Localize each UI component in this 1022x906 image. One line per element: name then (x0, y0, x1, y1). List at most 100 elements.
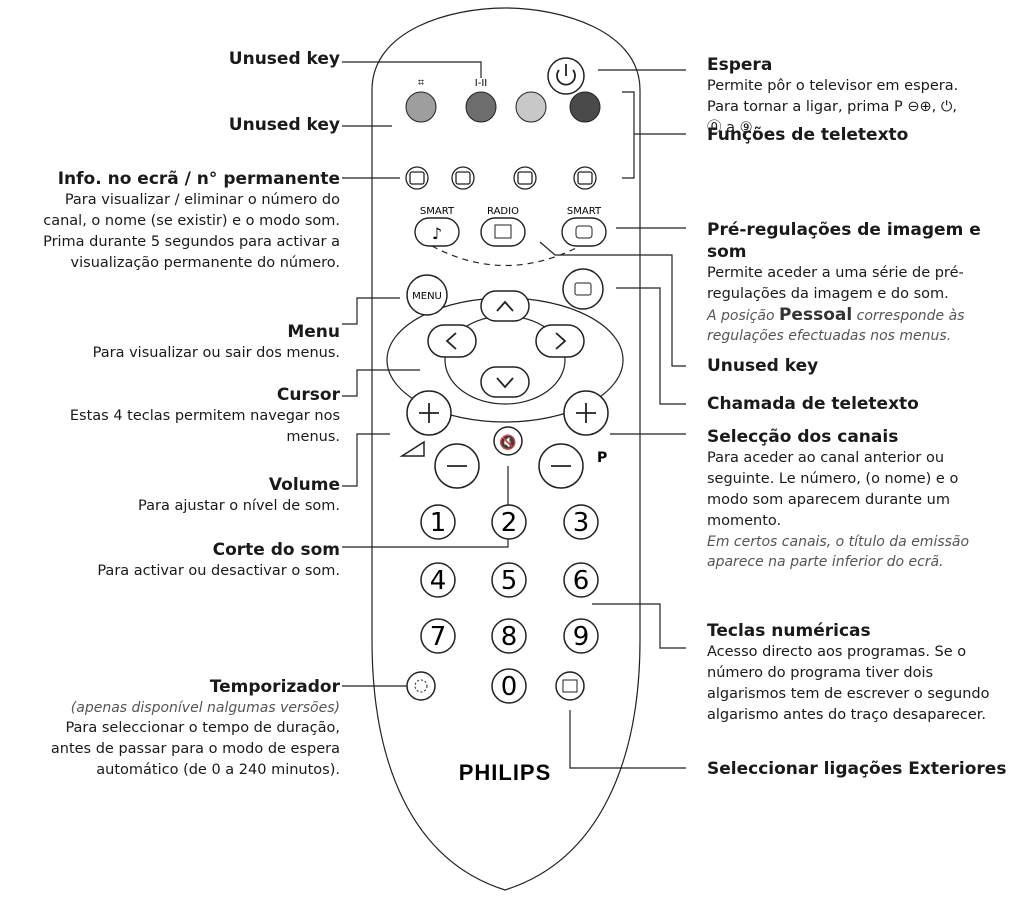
external-button[interactable] (555, 671, 585, 701)
desc: Permite pôr o televisor em espera. (707, 78, 959, 94)
cursor-down-button[interactable] (480, 366, 530, 398)
numeric-keys-label: Teclas numéricas Acesso directo aos prog… (707, 620, 989, 726)
top-small-label-b: I-II (475, 78, 487, 89)
cursor-right-button[interactable] (535, 324, 585, 358)
desc: Para visualizar ou sair dos menus. (92, 345, 340, 361)
digit-0-button[interactable] (491, 668, 527, 704)
menu-button[interactable]: MENU (406, 274, 448, 316)
desc: regulações da imagem e do som. (707, 286, 949, 302)
desc: visualização permanente do número. (70, 255, 340, 271)
desc: Prima durante 5 segundos para activar a (43, 234, 340, 250)
title: Volume (268, 475, 340, 495)
desc: momento. (707, 513, 782, 529)
title: Chamada de teletexto (707, 394, 919, 414)
desc: Para aceder ao canal anterior ou (707, 450, 945, 466)
top-small-label-a: ⌗ (418, 76, 424, 89)
title: Selecção dos canais (707, 427, 899, 447)
screen-icon (575, 225, 593, 239)
timer-button[interactable] (406, 671, 436, 701)
title: Funções de teletexto (707, 125, 909, 145)
desc: seguinte. Le número, (o nome) e o (707, 471, 959, 487)
digit-4-label: 4 (430, 566, 447, 596)
info-label: Info. no ecrã / n° permanente Para visua… (43, 168, 340, 274)
color-buttons[interactable] (405, 91, 601, 123)
mute-icon: 🔇 (499, 434, 516, 451)
teletext-reveal-button[interactable] (573, 166, 597, 190)
svg-text:MENU: MENU (412, 291, 442, 302)
digit-1-label: 1 (430, 508, 447, 538)
teletext-button[interactable] (562, 268, 604, 310)
radio-button[interactable] (480, 217, 526, 247)
digit-2-label: 2 (501, 508, 518, 538)
cursor-label: Cursor Estas 4 teclas permitem navegar n… (70, 384, 340, 448)
digit-7-button[interactable] (420, 618, 456, 654)
desc: algarismos tem de escrever o segundo (707, 686, 990, 702)
text-bold: Pessoal (778, 305, 853, 325)
desc: Para visualizar / eliminar o número do (64, 192, 340, 208)
music-note-icon: ♪ (432, 224, 442, 243)
p-label: P (597, 450, 607, 466)
unused-key-label-3: Unused key (707, 355, 818, 377)
desc: antes de passar para o modo de espera (50, 741, 340, 757)
unused-key-label-2: Unused key (229, 114, 340, 136)
chevron-down-icon (496, 377, 514, 389)
standby-label: Espera Permite pôr o televisor em espera… (707, 54, 958, 139)
title: Unused key (228, 49, 340, 69)
title: Unused key (707, 356, 819, 376)
digit-8-button[interactable] (491, 618, 527, 654)
title: Temporizador (209, 677, 340, 697)
digit-4-button[interactable] (420, 562, 456, 598)
chevron-left-icon (445, 332, 457, 350)
smart-sound-button[interactable] (414, 217, 460, 247)
title: Espera (707, 55, 773, 75)
mute-button[interactable] (493, 426, 523, 456)
digit-8-label: 8 (501, 622, 518, 652)
desc: Para tornar a ligar, prima P ⊖⊕, ⏻, (707, 99, 957, 115)
digit-3-button[interactable] (563, 504, 599, 540)
radio-icon (494, 224, 512, 239)
digit-9-label: 9 (573, 622, 590, 652)
teletext-mix-button[interactable] (513, 166, 537, 190)
power-button[interactable] (547, 57, 585, 95)
title: Pré-regulações de imagem e som (707, 220, 981, 262)
mute-label: Corte do som Para activar ou desactivar … (97, 539, 340, 582)
teletext-functions-label: Funções de teletexto (707, 124, 908, 146)
desc: Acesso directo aos programas. Se o (707, 644, 967, 660)
digit-5-button[interactable] (491, 562, 527, 598)
chevron-up-icon (496, 300, 514, 312)
digit-1-button[interactable] (420, 504, 456, 540)
volume-triangle-icon (399, 440, 425, 457)
timer-label: Temporizador (apenas disponível nalgumas… (51, 676, 340, 781)
desc: automático (de 0 a 240 minutos). (96, 762, 340, 778)
smart-left-label: SMART (420, 206, 455, 217)
cursor-up-button[interactable] (480, 290, 530, 322)
digit-7-label: 7 (430, 622, 447, 652)
digit-2-button[interactable] (491, 504, 527, 540)
desc: Para seleccionar o tempo de duração, (65, 720, 340, 736)
desc: ⓪ a ⑨. (707, 120, 758, 136)
digit-9-button[interactable] (563, 618, 599, 654)
external-label: Seleccionar ligações Exteriores (707, 758, 1006, 780)
title: Info. no ecrã / n° permanente (57, 169, 340, 189)
desc: menus. (286, 429, 340, 445)
smart-picture-button[interactable] (561, 217, 607, 247)
title: Seleccionar ligações Exteriores (707, 759, 1007, 779)
title: Unused key (228, 115, 340, 135)
volume-label: Volume Para ajustar o nível de som. (138, 474, 340, 517)
title: Corte do som (212, 540, 340, 560)
cursor-left-button[interactable] (427, 324, 477, 358)
smart-right-label: SMART (567, 206, 602, 217)
digit-3-label: 3 (573, 508, 590, 538)
title: Teclas numéricas (707, 621, 871, 641)
digit-6-button[interactable] (563, 562, 599, 598)
menu-label: Menu Para visualizar ou sair dos menus. (93, 321, 340, 364)
text: A posição (707, 308, 779, 324)
digit-0-label: 0 (501, 672, 518, 702)
desc-italic: (apenas disponível nalgumas versões) (70, 700, 340, 716)
digit-5-label: 5 (501, 566, 518, 596)
teletext-size-button[interactable] (451, 166, 475, 190)
text: corresponde às (852, 308, 965, 324)
info-button[interactable] (405, 166, 429, 190)
presets-label: Pré-regulações de imagem e som Permite a… (707, 219, 1022, 346)
